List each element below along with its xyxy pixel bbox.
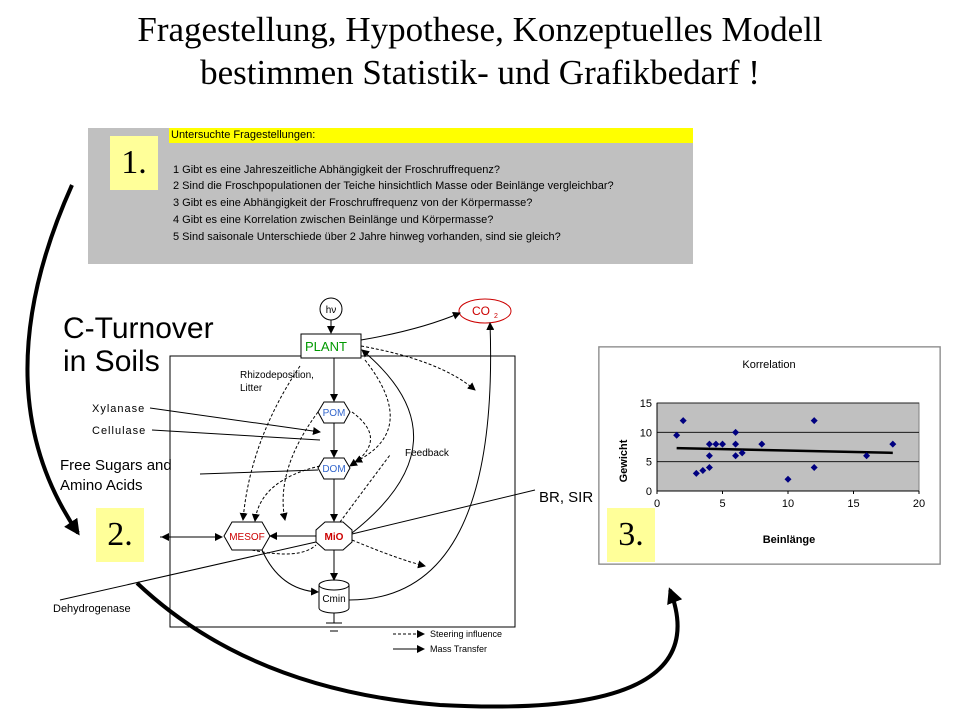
question-5: 5 Sind saisonale Unterschiede über 2 Jah… — [173, 231, 561, 243]
cellulase-label: Cellulase — [92, 425, 146, 437]
step-label-1: 1. — [110, 136, 158, 190]
legend-steering-label: Steering influence — [430, 629, 502, 639]
data-point — [738, 449, 746, 457]
data-point — [673, 431, 681, 439]
data-point — [699, 466, 707, 474]
pom-label: POM — [323, 408, 346, 419]
y-tick-label: 10 — [640, 427, 652, 439]
x-tick-label: 0 — [654, 498, 660, 510]
questions-header: Untersuchte Fragestellungen: — [169, 128, 693, 143]
question-3: 3 Gibt es eine Abhängigkeit der Froschru… — [173, 197, 533, 209]
diagram-title-line-1: C-Turnover — [63, 312, 214, 345]
sunlight-label: hν — [326, 305, 337, 316]
question-2: 2 Sind die Froschpopulationen der Teiche… — [173, 180, 614, 192]
cmin-label: Cmin — [322, 594, 345, 605]
page-title-line-2: bestimmen Statistik- und Grafikbedarf ! — [200, 53, 760, 92]
chart-title: Korrelation — [742, 359, 795, 371]
data-point — [810, 464, 818, 472]
questions-panel — [88, 128, 693, 264]
trendline — [676, 446, 893, 455]
x-tick-label: 5 — [719, 498, 725, 510]
co2-node — [458, 298, 512, 324]
data-point — [705, 440, 713, 448]
data-point — [732, 452, 740, 460]
chart-panel: Korrelation 0 5 10 15 0 5 10 15 20 Beinlänge Gew… — [598, 346, 941, 565]
data-point — [889, 440, 897, 448]
x-tick-label: 20 — [913, 498, 925, 510]
data-point — [732, 440, 740, 448]
data-point — [705, 452, 713, 460]
question-4: 4 Gibt es eine Korrelation zwischen Bein… — [173, 214, 494, 226]
data-point — [705, 464, 713, 472]
x-tick-label: 15 — [847, 498, 859, 510]
dehydrogenase-label: Dehydrogenase — [53, 603, 131, 615]
co2-subscript: 2 — [494, 313, 498, 320]
mio-label: MiO — [325, 532, 344, 543]
plant-label: PLANT — [305, 339, 347, 354]
dom-label: DOM — [322, 464, 345, 475]
br-sir-label: BR, SIR — [539, 489, 593, 506]
diagram-title-line-2: in Soils — [63, 345, 160, 378]
co2-label: CO — [472, 304, 490, 318]
litter-label: Litter — [240, 383, 263, 394]
data-point — [810, 417, 818, 425]
data-point — [732, 428, 740, 436]
mesof-label: MESOF — [229, 532, 265, 543]
step-label-2: 2. — [96, 508, 144, 562]
legend-mass-label: Mass Transfer — [430, 644, 487, 654]
y-tick-label: 5 — [646, 457, 652, 469]
x-tick-label: 10 — [782, 498, 794, 510]
data-point — [863, 452, 871, 460]
question-1: 1 Gibt es eine Jahreszeitliche Abhängigk… — [173, 164, 500, 176]
step-label-3: 3. — [607, 508, 655, 562]
data-point — [719, 440, 726, 448]
cmin-node — [318, 585, 350, 614]
free-sugars-label: Free Sugars and — [60, 457, 172, 474]
flow-arrow-1-to-2 — [25, 184, 80, 536]
data-point — [679, 417, 687, 425]
flow-arrow-2-to-3 — [135, 581, 683, 709]
data-point — [712, 440, 720, 448]
mio-node — [315, 521, 353, 551]
y-tick-label: 15 — [640, 398, 652, 410]
correlation-chart: Korrelation 0 5 10 15 0 5 10 15 20 Beinlänge Gew… — [598, 346, 941, 565]
y-tick-label: 0 — [646, 486, 652, 498]
data-point — [784, 475, 792, 483]
xylanase-label: Xylanase — [92, 403, 145, 415]
data-point — [758, 440, 766, 448]
chart-ylabel: Gewicht — [618, 439, 630, 482]
amino-acids-label: Amino Acids — [60, 477, 143, 494]
dom-node — [317, 457, 351, 480]
data-point — [692, 469, 700, 477]
chart-xlabel: Beinlänge — [763, 534, 816, 546]
rhizodeposition-label: Rhizodeposition, — [240, 370, 314, 381]
feedback-label: Feedback — [405, 448, 450, 459]
page-title-line-1: Fragestellung, Hypothese, Konzeptuelles … — [137, 10, 823, 49]
